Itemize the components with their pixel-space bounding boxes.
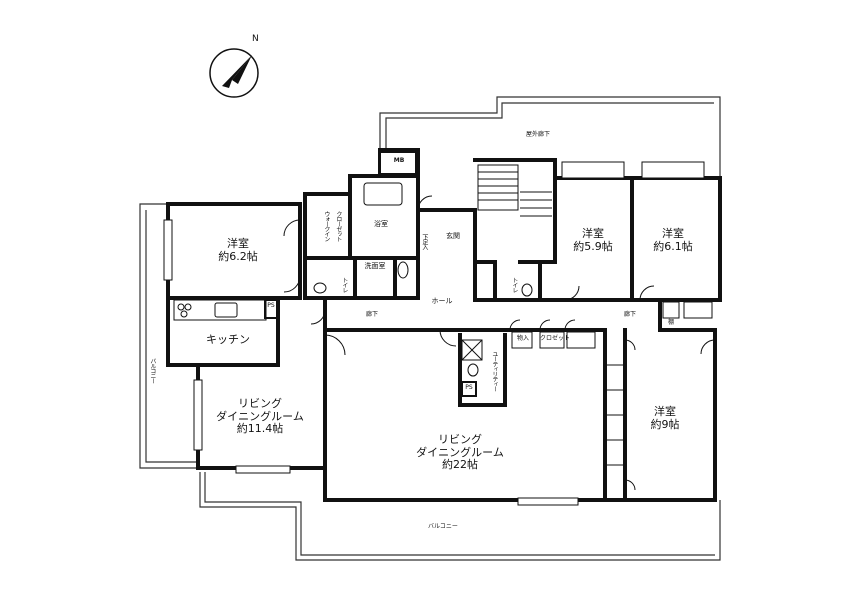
room-living-large: リビング ダイニングルーム 約22帖 (400, 433, 520, 472)
toilet-label-1: トイレ (340, 276, 348, 292)
room-western-9: 洋室 約9帖 (640, 405, 690, 431)
north-label: N (252, 34, 259, 44)
ps-label-2: PS (465, 384, 473, 391)
shoe-cabinet-label: 下足入 (420, 233, 428, 249)
corridor-label-right: 廊下 (623, 311, 636, 318)
room-size: 約5.9帖 (573, 239, 613, 253)
room-name: 洋室 (582, 227, 604, 240)
room-name: 洋室 (662, 227, 684, 240)
room-western-6-1: 洋室 約6.1帖 (647, 227, 699, 253)
room-size: 約6.2帖 (218, 249, 258, 263)
corridor-label-left: 廊下 (365, 311, 378, 318)
walkin-closet-line2: クローゼット (334, 211, 342, 241)
room-name: 洋室 (227, 237, 249, 250)
storage-label: 物入 (516, 335, 529, 342)
room-name: 洋室 (654, 405, 676, 418)
room-size: 約6.1帖 (653, 239, 693, 253)
room-line1: リビング (438, 433, 482, 446)
room-kitchen: キッチン (206, 333, 250, 346)
room-size: 約11.4帖 (236, 422, 284, 436)
shelf-label: 棚 (667, 319, 674, 326)
walkin-closet-line1: ウォークイン (322, 211, 330, 241)
room-hall: ホール (431, 297, 453, 305)
room-size: 約22帖 (442, 458, 478, 472)
windows (163, 161, 705, 506)
fixtures (173, 151, 713, 466)
room-living-small: リビング ダイニングルーム 約11.4帖 (205, 397, 315, 436)
door-swings (283, 195, 716, 491)
closet-label: クロゼット (540, 335, 571, 342)
room-line1: リビング (238, 397, 282, 410)
room-washroom: 洗面室 (364, 262, 386, 270)
balcony-west-label: バルコニー (148, 357, 156, 383)
room-utility: ユーティリティー (490, 351, 498, 391)
room-western-5-9: 洋室 約5.9帖 (567, 227, 619, 253)
mb-label: MB (393, 157, 405, 164)
ps-label-1: PS (267, 302, 275, 309)
balcony-outlines (139, 96, 721, 561)
toilet-label-2: トイレ (510, 276, 518, 292)
room-line2: ダイニングルーム (416, 445, 504, 459)
room-western-6-2: 洋室 約6.2帖 (212, 237, 264, 263)
north-compass-icon (209, 48, 259, 98)
room-line2: ダイニングルーム (216, 409, 304, 423)
room-size: 約9帖 (650, 417, 680, 431)
balcony-south-label: バルコニー (428, 523, 458, 530)
room-bath: 浴室 (374, 220, 388, 228)
outdoor-corridor-label: 屋外廊下 (525, 131, 550, 138)
room-entrance: 玄関 (446, 232, 460, 240)
